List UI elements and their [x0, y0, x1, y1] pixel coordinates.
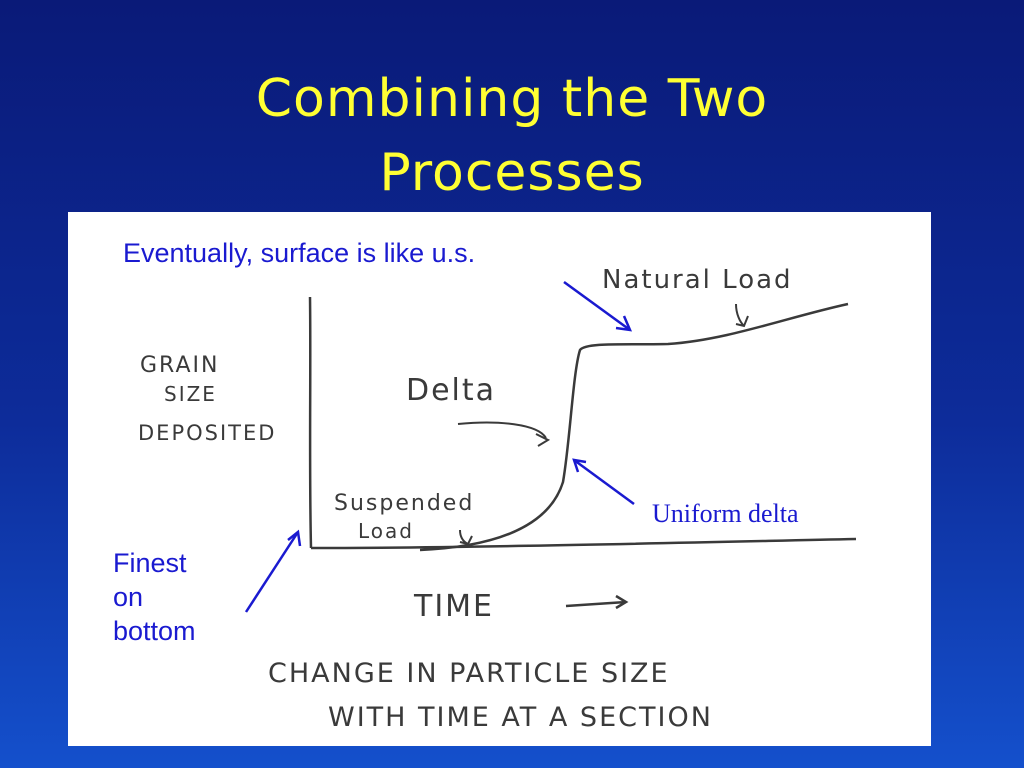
uniform-callout-arrowhead: [572, 458, 587, 473]
natural-load-label: Natural Load: [602, 265, 793, 295]
slide-title: Combining the Two Processes: [0, 62, 1024, 210]
y-label-line-2: SIZE: [164, 382, 217, 406]
surface-callout-arrow: [563, 280, 631, 332]
finest-line-1: Finest: [113, 548, 187, 578]
finest-callout-arrow: [244, 531, 300, 613]
finest-line-3: bottom: [113, 616, 196, 646]
delta-arrow: [457, 421, 551, 447]
suspended-load-arrow: [459, 529, 473, 546]
sketch-diagram: GRAIN SIZE DEPOSITED Natural Load Delta …: [138, 265, 857, 733]
uniform-callout-arrow: [573, 458, 635, 506]
uniform-delta-note: Uniform delta: [652, 499, 799, 528]
title-line-2: Processes: [379, 143, 645, 203]
suspended-load-label-2: Load: [358, 519, 414, 543]
natural-load-arrow: [735, 303, 749, 328]
time-arrow: [565, 594, 629, 610]
title-line-1: Combining the Two: [255, 69, 769, 129]
caption-line-2: WITH TIME AT A SECTION: [328, 702, 713, 733]
finest-callout-arrowhead: [287, 529, 302, 547]
y-label-line-3: DEPOSITED: [138, 421, 276, 445]
suspended-load-label-1: Suspended: [334, 491, 474, 516]
grain-size-curve: [419, 302, 849, 552]
sketch-figure: GRAIN SIZE DEPOSITED Natural Load Delta …: [68, 212, 931, 746]
surface-note: Eventually, surface is like u.s.: [123, 238, 476, 268]
y-label-line-1: GRAIN: [140, 353, 219, 378]
surface-callout-arrowhead: [615, 315, 633, 332]
time-label: TIME: [413, 589, 494, 624]
y-axis: [308, 296, 313, 549]
finest-on-bottom-note: Finest on bottom: [113, 546, 243, 648]
finest-line-2: on: [113, 582, 144, 612]
delta-label: Delta: [406, 373, 496, 408]
caption-line-1: CHANGE IN PARTICLE SIZE: [268, 658, 670, 689]
x-axis: [310, 537, 857, 550]
